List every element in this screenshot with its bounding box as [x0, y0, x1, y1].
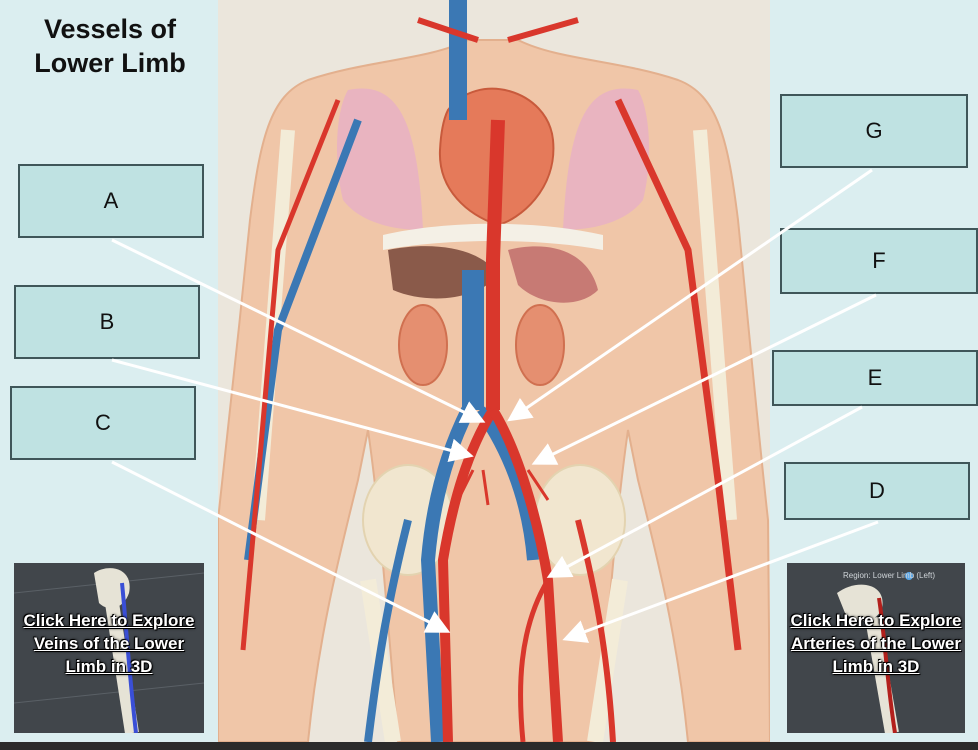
- arteries-3d-thumbnail[interactable]: Region: Lower Limb (Left) Click Here to …: [787, 563, 965, 733]
- veins-3d-link[interactable]: Click Here to Explore Veins of the Lower…: [23, 611, 195, 676]
- label-d-text: D: [869, 478, 885, 503]
- label-a-text: A: [103, 188, 119, 213]
- label-box-a[interactable]: A: [18, 164, 204, 238]
- label-e-text: E: [867, 365, 883, 390]
- arteries-region-label: Region: Lower Limb (Left): [843, 571, 936, 580]
- label-b-text: B: [99, 309, 115, 334]
- anatomy-model-photo: [218, 0, 770, 742]
- pointer-g: [507, 168, 873, 422]
- bottom-bar: [0, 742, 978, 750]
- pointer-e: [546, 405, 863, 578]
- anatomy-model-illustration: [218, 0, 770, 742]
- label-box-f[interactable]: F: [780, 228, 978, 294]
- label-f-text: F: [872, 248, 886, 273]
- label-box-c[interactable]: C: [10, 386, 196, 460]
- veins-3d-preview: [14, 563, 204, 733]
- label-box-b[interactable]: B: [14, 285, 200, 359]
- label-c-text: C: [95, 410, 111, 435]
- pointer-c: [111, 460, 451, 633]
- label-g-text: G: [865, 118, 883, 143]
- arteries-3d-link[interactable]: Click Here to Explore Arteries of the Lo…: [790, 611, 962, 676]
- veins-3d-thumbnail[interactable]: Click Here to Explore Veins of the Lower…: [14, 563, 204, 733]
- pointer-b: [111, 358, 474, 462]
- label-box-g[interactable]: G: [780, 94, 968, 168]
- label-box-d[interactable]: D: [784, 462, 970, 520]
- slide-title: Vessels of Lower Limb: [34, 14, 186, 78]
- pointer-f: [531, 293, 877, 465]
- pointer-a: [111, 238, 486, 423]
- pointer-d: [562, 520, 879, 643]
- arteries-3d-preview: [787, 563, 965, 733]
- label-box-e[interactable]: E: [772, 350, 978, 406]
